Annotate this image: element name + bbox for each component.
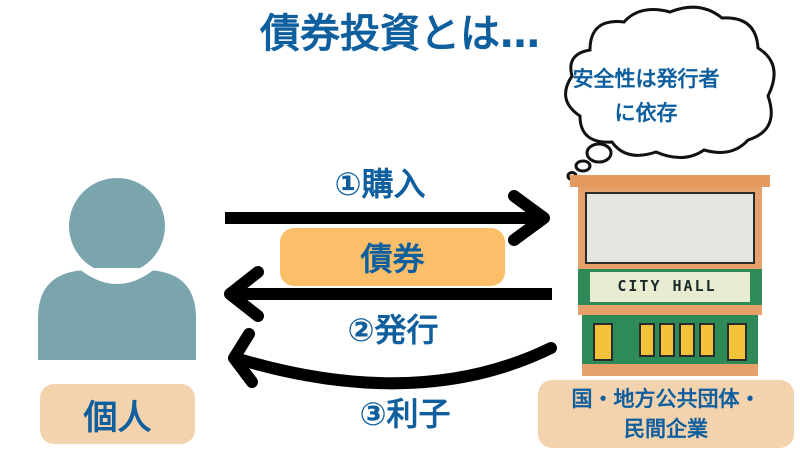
individual-badge: 個人 xyxy=(40,384,195,444)
issue-label: ②発行 xyxy=(347,311,439,349)
thought-bubble-text: 安全性は発行者 に依存 xyxy=(562,62,730,130)
purchase-arrow xyxy=(225,190,550,246)
bond-badge: 債券 xyxy=(280,228,505,286)
interest-label: ③利子 xyxy=(359,395,451,433)
individual-label: 個人 xyxy=(83,397,152,438)
thought-line-2: に依存 xyxy=(614,101,678,125)
issue-arrow xyxy=(224,266,552,322)
person-icon xyxy=(38,178,196,360)
issuer-line-2: 民間企業 xyxy=(624,417,708,441)
page-title: 債券投資とは… xyxy=(260,11,540,57)
issuer-line-1: 国・地方公共団体・ xyxy=(571,387,761,411)
bond-label: 債券 xyxy=(360,240,425,278)
thought-line-1: 安全性は発行者 xyxy=(572,67,720,91)
purchase-label: ①購入 xyxy=(334,165,426,203)
interest-arrow xyxy=(228,328,557,390)
city-hall-sign: CITY HALL xyxy=(617,277,717,295)
city-hall-icon xyxy=(570,175,770,376)
issuer-badge: 国・地方公共団体・ 民間企業 xyxy=(538,380,794,448)
